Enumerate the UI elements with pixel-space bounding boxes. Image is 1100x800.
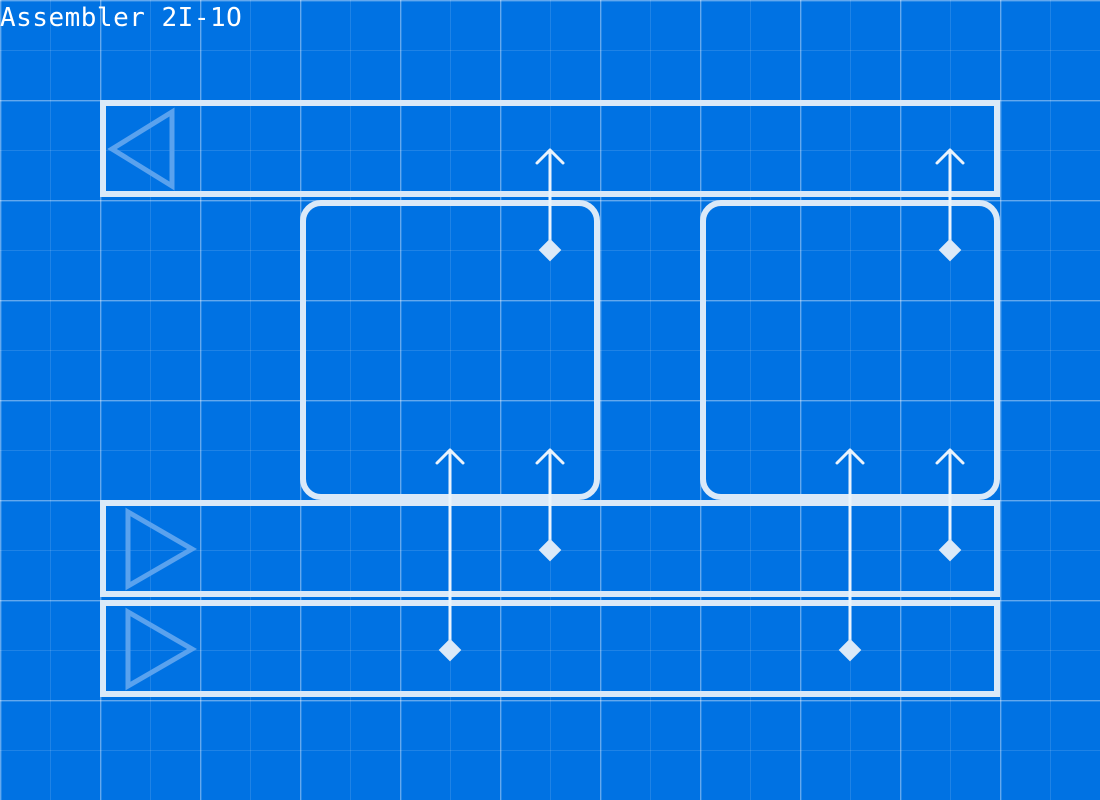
diagram-title: Assembler 2I-1O: [0, 3, 243, 33]
arrow-up-icon: [935, 148, 965, 165]
input-inserter-2a: [935, 448, 965, 562]
direction-left-icon: [107, 107, 175, 191]
arrow-up-icon: [435, 448, 465, 465]
arrow-up-icon: [535, 148, 565, 165]
input-inserter-1b: [435, 448, 465, 662]
belt-input-2: [100, 600, 1000, 697]
direction-right-icon: [125, 607, 197, 691]
input-inserter-2b: [835, 448, 865, 662]
direction-right-icon: [125, 507, 197, 591]
input-inserter-1a: [535, 448, 565, 562]
arrow-up-icon: [835, 448, 865, 465]
arrow-up-icon: [535, 448, 565, 465]
arrow-up-icon: [935, 448, 965, 465]
